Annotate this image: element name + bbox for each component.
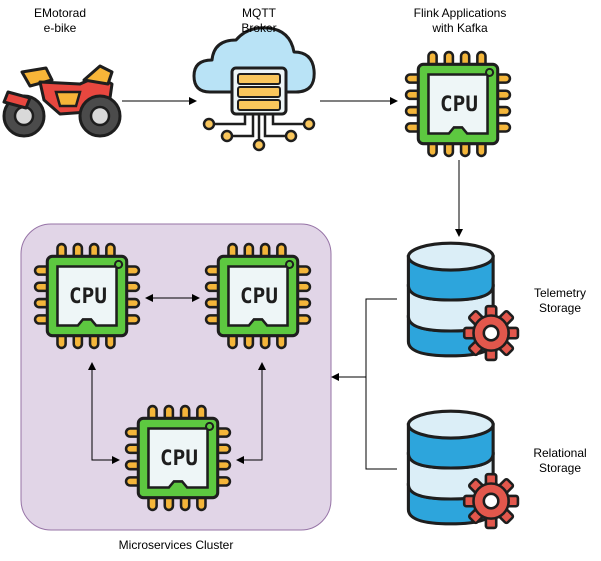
flink-label-line2: with Kafka [431, 21, 488, 35]
telemetry-database-icon [406, 241, 520, 362]
cluster-label: Microservices Cluster [119, 538, 234, 552]
relational-label-line1: Relational [533, 446, 586, 460]
telemetry-label-line1: Telemetry [534, 286, 586, 300]
relational-database-icon [406, 409, 520, 530]
motorcycle-icon [2, 64, 122, 138]
cpu-text-flink: CPU [440, 92, 478, 116]
ebike-label-line1: EMotorad [34, 6, 86, 20]
edge-storage-to-cluster [332, 298, 397, 470]
telemetry-label-line2: Storage [539, 301, 581, 315]
ebike-label-line2: e-bike [44, 21, 77, 35]
cpu-text-right: CPU [240, 284, 278, 308]
cpu-text-bottom: CPU [160, 446, 198, 470]
cloud-server-icon [192, 26, 316, 152]
relational-label-line2: Storage [539, 461, 581, 475]
mqtt-label-line1: MQTT [242, 6, 277, 20]
cpu-text-left: CPU [69, 284, 107, 308]
edge-cpu-left-bottom [88, 362, 120, 464]
mqtt-label-line2: Broker [241, 21, 276, 35]
flink-label-line1: Flink Applications [414, 6, 507, 20]
edge-cpu-right-bottom [236, 362, 266, 464]
